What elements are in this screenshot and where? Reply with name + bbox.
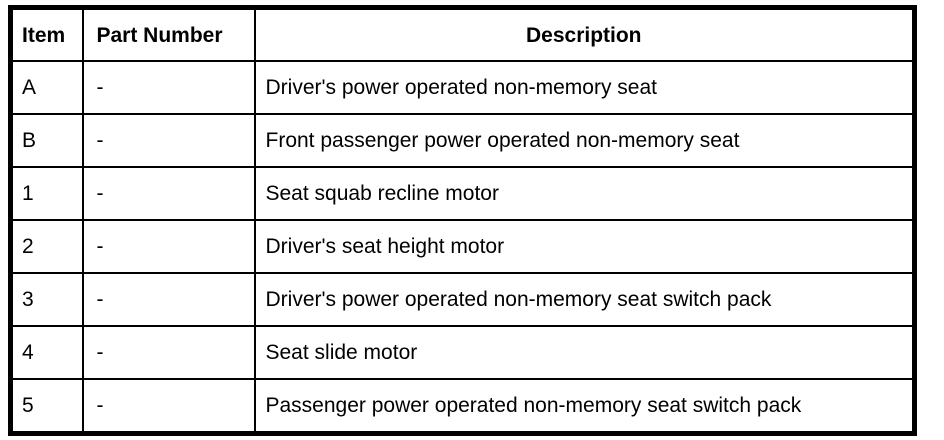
cell-item: 4 [9, 325, 84, 380]
header-description: Description [253, 6, 916, 62]
table-row: 2 - Driver's seat height motor [9, 219, 916, 274]
cell-description: Front passenger power operated non-memor… [253, 113, 916, 168]
cell-part-number: - [81, 60, 256, 115]
cell-description: Driver's seat height motor [253, 219, 916, 274]
cell-part-number: - [81, 378, 256, 435]
header-item: Item [9, 6, 84, 62]
cell-item: 5 [9, 378, 84, 435]
header-row: Item Part Number Description [9, 6, 916, 62]
cell-part-number: - [81, 272, 256, 327]
cell-description: Seat slide motor [253, 325, 916, 380]
table-body: A - Driver's power operated non-memory s… [9, 60, 916, 435]
cell-description: Seat squab recline motor [253, 166, 916, 221]
table-row: 3 - Driver's power operated non-memory s… [9, 272, 916, 327]
cell-description: Driver's power operated non-memory seat … [253, 272, 916, 327]
table-row: B - Front passenger power operated non-m… [9, 113, 916, 168]
cell-part-number: - [81, 113, 256, 168]
cell-item: B [9, 113, 84, 168]
cell-description: Passenger power operated non-memory seat… [253, 378, 916, 435]
table-row: 4 - Seat slide motor [9, 325, 916, 380]
cell-part-number: - [81, 325, 256, 380]
table-row: 5 - Passenger power operated non-memory … [9, 378, 916, 435]
table-header: Item Part Number Description [9, 6, 916, 62]
cell-item: 2 [9, 219, 84, 274]
table-row: 1 - Seat squab recline motor [9, 166, 916, 221]
cell-part-number: - [81, 166, 256, 221]
cell-item: 1 [9, 166, 84, 221]
cell-item: 3 [9, 272, 84, 327]
parts-table: Item Part Number Description A - Driver'… [8, 5, 917, 436]
cell-description: Driver's power operated non-memory seat [253, 60, 916, 115]
header-part-number: Part Number [81, 6, 256, 62]
table-row: A - Driver's power operated non-memory s… [9, 60, 916, 115]
cell-item: A [9, 60, 84, 115]
cell-part-number: - [81, 219, 256, 274]
